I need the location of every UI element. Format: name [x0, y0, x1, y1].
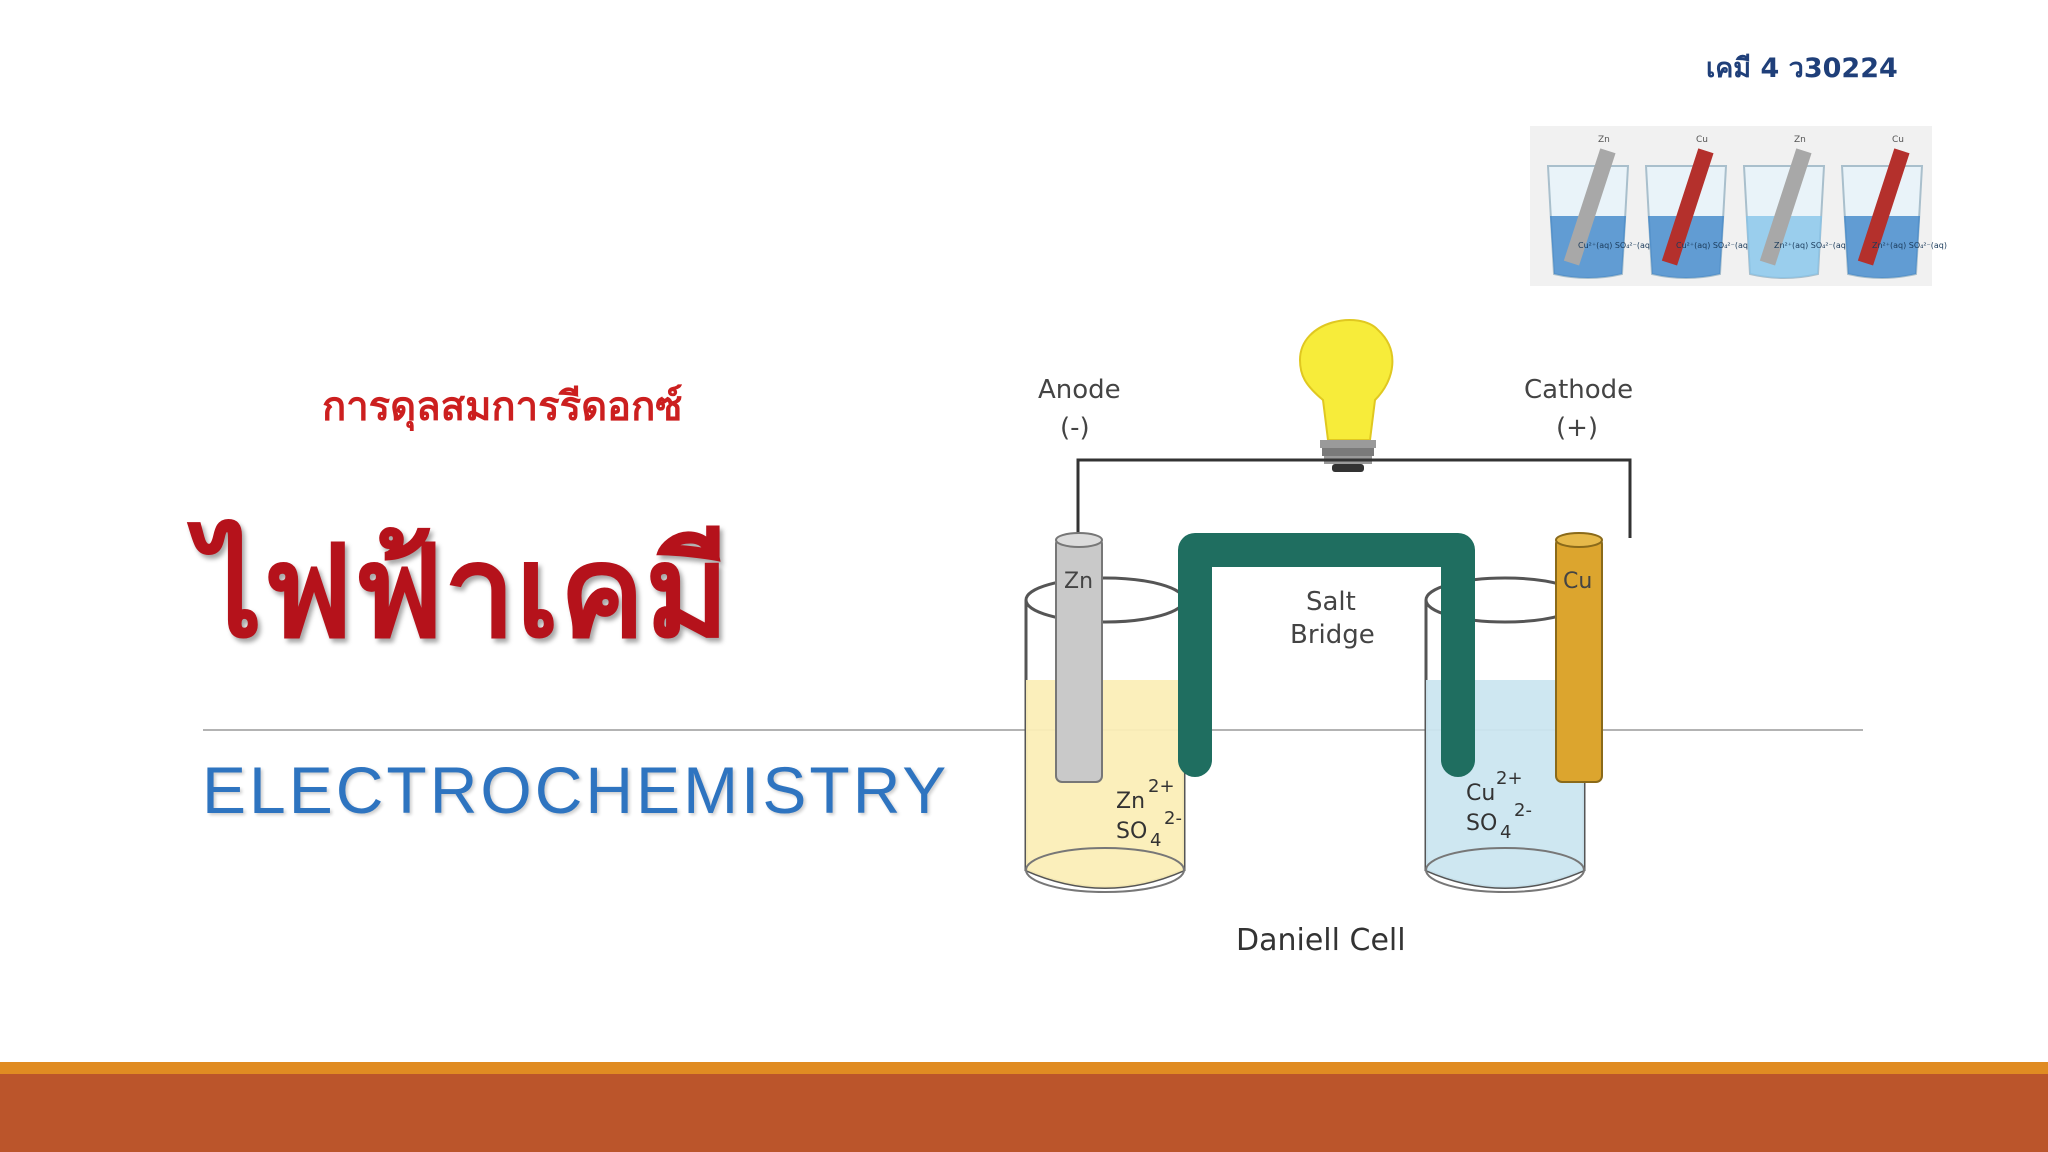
left-ion-so4: SO: [1116, 819, 1147, 844]
right-ion-so4: SO: [1466, 811, 1497, 836]
footer-stripe-thin: [0, 1062, 2048, 1074]
wire: [1076, 458, 1632, 538]
photo-beaker-3-label: Zn: [1794, 135, 1806, 145]
slide-title: ไฟฟ้าเคมี: [198, 517, 730, 667]
zinc-electrode-label: Zn: [1064, 569, 1093, 594]
right-ion-cu-charge: 2+: [1496, 768, 1523, 789]
beakers-photo: Zn Cu²⁺(aq) SO₄²⁻(aq) Cu Cu²⁺(aq) SO₄²⁻(…: [1530, 126, 1947, 286]
course-code: เคมี 4 ว30224: [1706, 53, 1898, 84]
footer-stripe-thick: [0, 1074, 2048, 1152]
left-ion-so4-charge: 2-: [1164, 808, 1182, 829]
photo-beaker-1-label: Zn: [1598, 135, 1610, 145]
photo-beaker-1: Zn Cu²⁺(aq) SO₄²⁻(aq): [1546, 135, 1653, 279]
slide-title-english: ELECTROCHEMISTRY: [202, 753, 950, 827]
photo-beaker-4-label: Cu: [1892, 135, 1904, 145]
photo-beaker-2-label: Cu: [1696, 135, 1708, 145]
left-ion-zn: Zn: [1116, 789, 1145, 814]
right-ion-cu: Cu: [1466, 781, 1495, 806]
copper-electrode-label: Cu: [1563, 569, 1592, 594]
photo-beaker-3: Zn Zn²⁺(aq) SO₄²⁻(aq): [1742, 135, 1849, 279]
cathode-label: Cathode: [1524, 375, 1633, 405]
photo-beaker-4-solution: Zn²⁺(aq) SO₄²⁻(aq): [1872, 241, 1947, 250]
light-bulb-icon: [1298, 319, 1394, 472]
photo-beaker-3-solution: Zn²⁺(aq) SO₄²⁻(aq): [1774, 241, 1849, 250]
right-ion-so4-charge: 2-: [1514, 800, 1532, 821]
daniell-cell-diagram: Anode (-) Cathode (+) Salt Bridge Zn Cu …: [1024, 319, 1633, 958]
right-ion-so4-subscript: 4: [1500, 822, 1511, 843]
cathode-sign: (+): [1556, 413, 1598, 443]
copper-electrode: Cu: [1555, 532, 1603, 783]
photo-beaker-4: Cu Zn²⁺(aq) SO₄²⁻(aq): [1840, 135, 1947, 279]
slide-subtitle: การดุลสมการรีดอกซ์: [322, 384, 683, 430]
diagram-caption: Daniell Cell: [1236, 923, 1406, 958]
zinc-electrode: Zn: [1055, 532, 1103, 783]
anode-label: Anode: [1038, 375, 1121, 405]
salt-bridge: [1178, 533, 1475, 777]
left-ion-zn-charge: 2+: [1148, 776, 1175, 797]
salt-bridge-label-line1: Salt: [1306, 587, 1356, 617]
salt-bridge-label-line2: Bridge: [1290, 620, 1375, 650]
left-ion-so4-subscript: 4: [1150, 830, 1161, 851]
photo-beaker-1-solution: Cu²⁺(aq) SO₄²⁻(aq): [1578, 241, 1653, 250]
photo-beaker-2: Cu Cu²⁺(aq) SO₄²⁻(aq): [1644, 135, 1751, 279]
anode-sign: (-): [1060, 413, 1090, 443]
photo-beaker-2-solution: Cu²⁺(aq) SO₄²⁻(aq): [1676, 241, 1751, 250]
